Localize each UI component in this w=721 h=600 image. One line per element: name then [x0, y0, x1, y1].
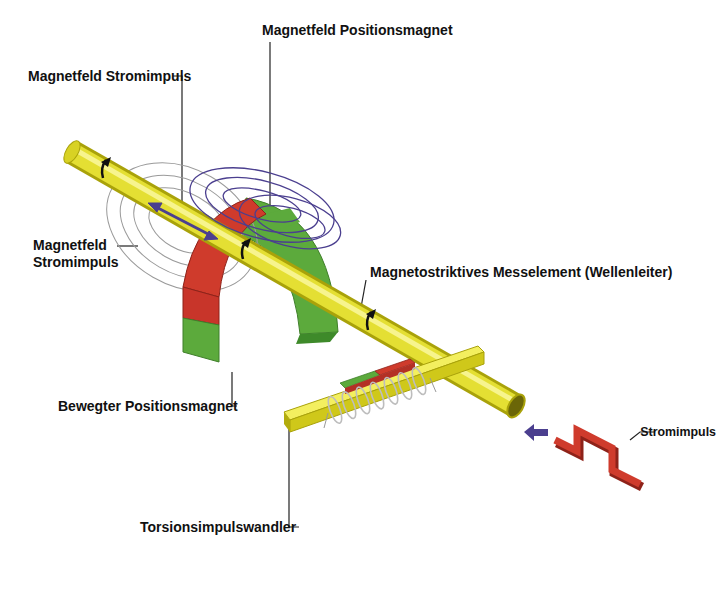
signal-arrow	[524, 424, 548, 441]
arrow-head	[366, 309, 376, 319]
leader-line	[289, 424, 299, 527]
torsion-transducer	[284, 346, 484, 432]
arrow-head	[204, 231, 218, 240]
coil-winding	[340, 390, 359, 420]
callout-label: Magnetostriktives Messelement (Wellenlei…	[370, 264, 672, 281]
leader-line	[173, 76, 182, 214]
position-magnet	[296, 332, 338, 344]
callout-label: Stromimpuls	[640, 424, 716, 441]
arrow-head	[241, 238, 251, 248]
coil-winding	[382, 376, 401, 406]
transducer-bar	[284, 346, 484, 420]
field-lines-magnet	[182, 154, 346, 259]
field-line	[234, 185, 347, 258]
transducer-bar	[284, 412, 290, 432]
callout-label: Torsionsimpulswandler	[140, 519, 296, 536]
arrow-head	[148, 203, 162, 212]
position-magnet	[183, 318, 219, 362]
coil-winding	[326, 395, 345, 425]
strain-arrow	[156, 207, 210, 235]
leader-line	[269, 42, 270, 228]
torsion-arrows	[102, 160, 371, 330]
coil-wire	[430, 378, 436, 392]
waveguide-tube	[61, 138, 84, 166]
callout-label: Magnetfeld Stromimpuls	[33, 237, 117, 271]
arrow-head	[101, 157, 111, 167]
strain-arrow	[148, 203, 218, 240]
coil-winding	[396, 371, 415, 401]
leader-lines	[117, 42, 655, 527]
current-pulse	[555, 430, 640, 484]
coil-winding	[410, 366, 429, 396]
current-pulse	[555, 430, 642, 487]
field-line	[200, 167, 324, 243]
transducer-bar	[290, 352, 484, 432]
callout-label: Magnetfeld Stromimpuls	[28, 68, 191, 85]
torsion-arrowheads	[101, 157, 376, 319]
waveguide-tube	[504, 392, 529, 421]
coil	[326, 366, 429, 425]
callout-label: Magnetfeld Positionsmagnet	[262, 22, 453, 39]
coil-winding	[368, 381, 387, 411]
field-line	[182, 154, 342, 256]
field-line	[220, 181, 305, 229]
coil-winding	[354, 386, 373, 416]
callout-label: Bewegter Positionsmagnet	[58, 398, 238, 415]
coil-wire	[324, 413, 328, 428]
